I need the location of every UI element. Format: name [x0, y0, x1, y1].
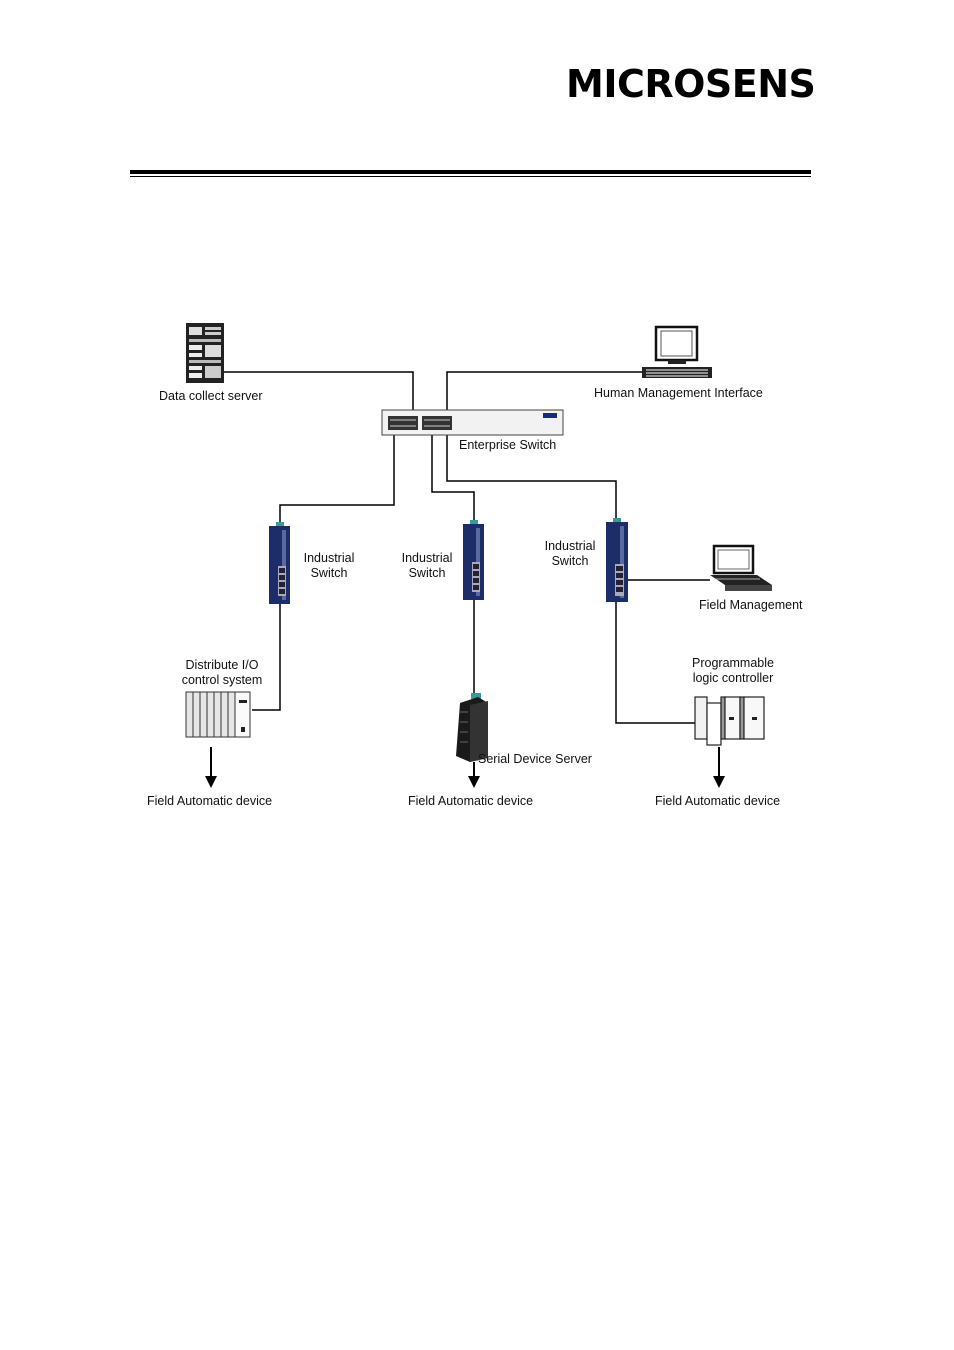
arrow-down-icon-2 [468, 762, 480, 788]
link-hmi-switch [446, 371, 642, 410]
link-switch-industrial-3 [446, 435, 617, 520]
io-module-icon [185, 691, 251, 738]
serial-server-icon [456, 693, 488, 762]
link-industrial-1-io [252, 602, 281, 711]
label-line: Industrial [401, 551, 453, 565]
laptop-icon [710, 544, 772, 591]
label-line: Switch [551, 554, 589, 568]
microsens-logo: MICROSENS [566, 62, 816, 106]
rack-switch-icon [381, 409, 564, 436]
connection-lines [224, 371, 710, 724]
label-field-automatic-device-2: Field Automatic device [408, 794, 534, 808]
link-switch-industrial-1 [279, 435, 395, 522]
label-line: logic controller [692, 671, 774, 685]
label-line: Programmable [692, 656, 774, 670]
label-line: Distribute I/O [185, 658, 259, 672]
label-industrial-switch-2: Industrial Switch [397, 551, 457, 581]
label-industrial-switch-3: Industrial Switch [540, 539, 600, 569]
label-line: Switch [408, 566, 446, 580]
label-data-collect-server: Data collect server [159, 389, 263, 403]
arrow-down-icon-1 [205, 747, 217, 788]
label-serial-device-server: Serial Device Server [478, 752, 592, 766]
link-switch-industrial-2 [431, 435, 475, 522]
label-human-management-interface: Human Management Interface [594, 386, 763, 400]
plc-icon [694, 696, 765, 746]
label-enterprise-switch: Enterprise Switch [459, 438, 557, 452]
label-field-automatic-device-3: Field Automatic device [655, 794, 781, 808]
din-rail-switch-icon-1 [269, 522, 290, 604]
din-rail-switch-icon-2 [463, 520, 484, 600]
link-industrial-3-plc [615, 602, 695, 724]
header-rule-thin [130, 176, 811, 177]
din-rail-switch-icon-3 [606, 518, 628, 602]
label-field-automatic-device-1: Field Automatic device [147, 794, 273, 808]
server-rack-icon [186, 323, 224, 383]
link-server-switch [224, 371, 414, 410]
label-industrial-switch-1: Industrial Switch [299, 551, 359, 581]
header-rule [130, 170, 811, 174]
label-field-management: Field Management [699, 598, 803, 612]
label-line: Industrial [544, 539, 596, 553]
arrow-down-icon-3 [713, 747, 725, 788]
desktop-computer-icon [642, 325, 712, 378]
label-line: Industrial [303, 551, 355, 565]
label-line: Switch [310, 566, 348, 580]
label-distribute-io: Distribute I/O control system [172, 658, 272, 688]
label-plc: Programmable logic controller [683, 656, 783, 686]
label-line: control system [181, 673, 263, 687]
